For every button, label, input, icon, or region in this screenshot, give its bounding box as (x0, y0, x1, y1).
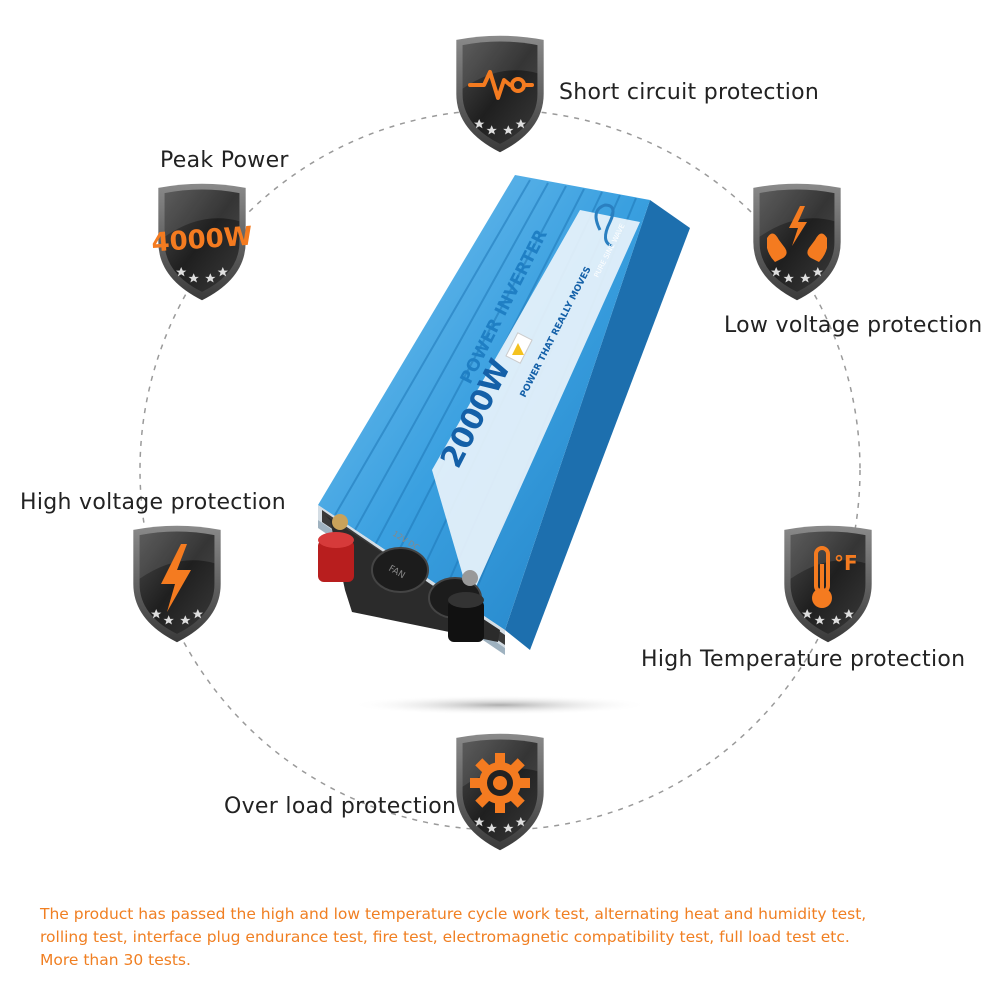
label-high-temperature: High Temperature protection (641, 647, 966, 672)
lightning-hands-icon (767, 206, 827, 262)
label-short-circuit: Short circuit protection (559, 80, 820, 105)
positive-terminal (318, 514, 354, 582)
shield-peak-power: 4000W (151, 183, 254, 301)
shield-short-circuit (456, 35, 544, 153)
label-high-voltage: High voltage protection (20, 490, 287, 515)
label-peak-power: Peak Power (160, 148, 289, 173)
test-description-line-1: The product has passed the high and low … (40, 905, 867, 923)
test-description-line-3: More than 30 tests. (40, 951, 191, 969)
shield-over-load (456, 733, 544, 851)
shield-high-voltage (133, 525, 221, 643)
peak-power-badge-text: 4000W (151, 222, 254, 259)
negative-terminal (448, 570, 484, 642)
thermometer-icon: °F (812, 546, 858, 608)
product-shadow (350, 695, 650, 715)
power-inverter-product: 2000W POWER INVERTER POWER THAT REALLY M… (318, 175, 690, 655)
gear-icon (470, 753, 530, 813)
short-circuit-icon (468, 70, 534, 100)
test-description: The product has passed the high and low … (40, 903, 990, 972)
fahrenheit-label: °F (834, 551, 858, 575)
test-description-line-2: rolling test, interface plug endurance t… (40, 928, 850, 946)
lightning-bolt-icon (161, 544, 191, 612)
shield-low-voltage (753, 183, 841, 301)
label-low-voltage: Low voltage protection (724, 313, 983, 338)
shield-high-temperature: °F (784, 525, 872, 643)
label-over-load: Over load protection (224, 794, 457, 819)
